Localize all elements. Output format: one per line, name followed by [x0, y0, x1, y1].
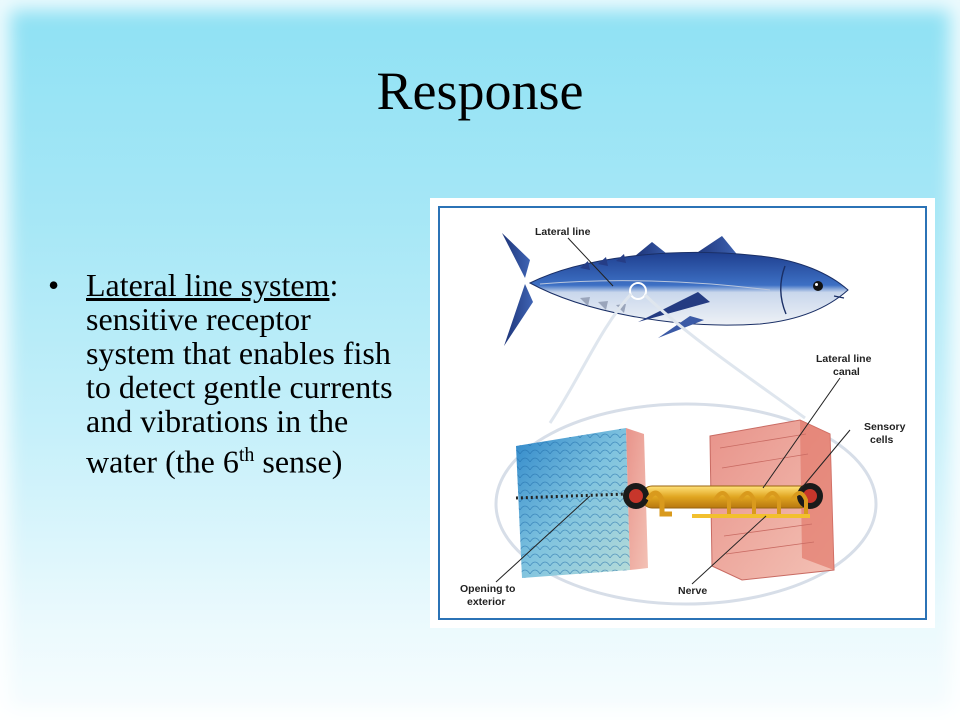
lateral-line-diagram: Lateral line Lateral line canal Sensory … [460, 226, 906, 608]
label-sensory: Sensory [864, 421, 906, 433]
bullet-item: • Lateral line system: sensitive recepto… [48, 268, 398, 479]
label-canal: canal [833, 366, 860, 378]
label-cells: cells [870, 434, 894, 446]
label-nerve: Nerve [678, 585, 707, 597]
lateral-line-canal [623, 483, 823, 518]
label-opening-to: Opening to [460, 583, 515, 595]
label-lateral-line: Lateral line [535, 226, 591, 238]
bullet-superscript: th [238, 444, 255, 466]
slide-title: Response [376, 61, 584, 121]
bullet-term: Lateral line system [86, 267, 330, 303]
label-exterior: exterior [467, 596, 506, 608]
bullet-text-end: sense) [254, 443, 343, 480]
skin-section [515, 428, 648, 578]
bullet-dot-icon: • [48, 267, 60, 303]
bullet-text: sensitive receptor system that enables f… [86, 301, 393, 480]
lateral-line-figure: Lateral line Lateral line canal Sensory … [430, 198, 935, 628]
bullet-separator: : [329, 267, 339, 303]
label-lateral-line-canal: Lateral line [816, 353, 872, 365]
bullet-list: • Lateral line system: sensitive recepto… [48, 268, 398, 479]
tuna-illustration [502, 233, 849, 346]
